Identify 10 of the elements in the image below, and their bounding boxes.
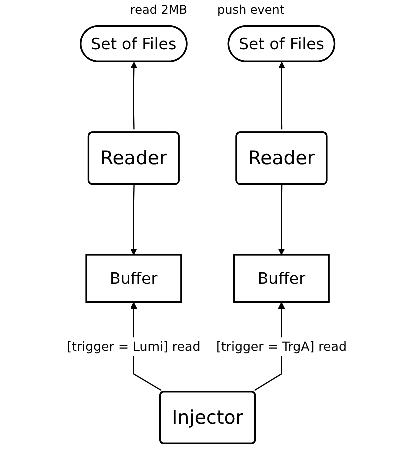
note-text: read 2MB (130, 3, 188, 17)
edge-label: [trigger = TrgA] read (216, 339, 348, 354)
note-text: push event (217, 3, 285, 17)
edge-label: [trigger = Lumi] read (68, 339, 202, 354)
node-box: Buffer (234, 254, 330, 303)
arrow (278, 184, 286, 256)
arrow (130, 184, 138, 256)
arrow (278, 62, 286, 130)
node-box: Buffer (86, 254, 183, 303)
arrow (131, 62, 138, 130)
